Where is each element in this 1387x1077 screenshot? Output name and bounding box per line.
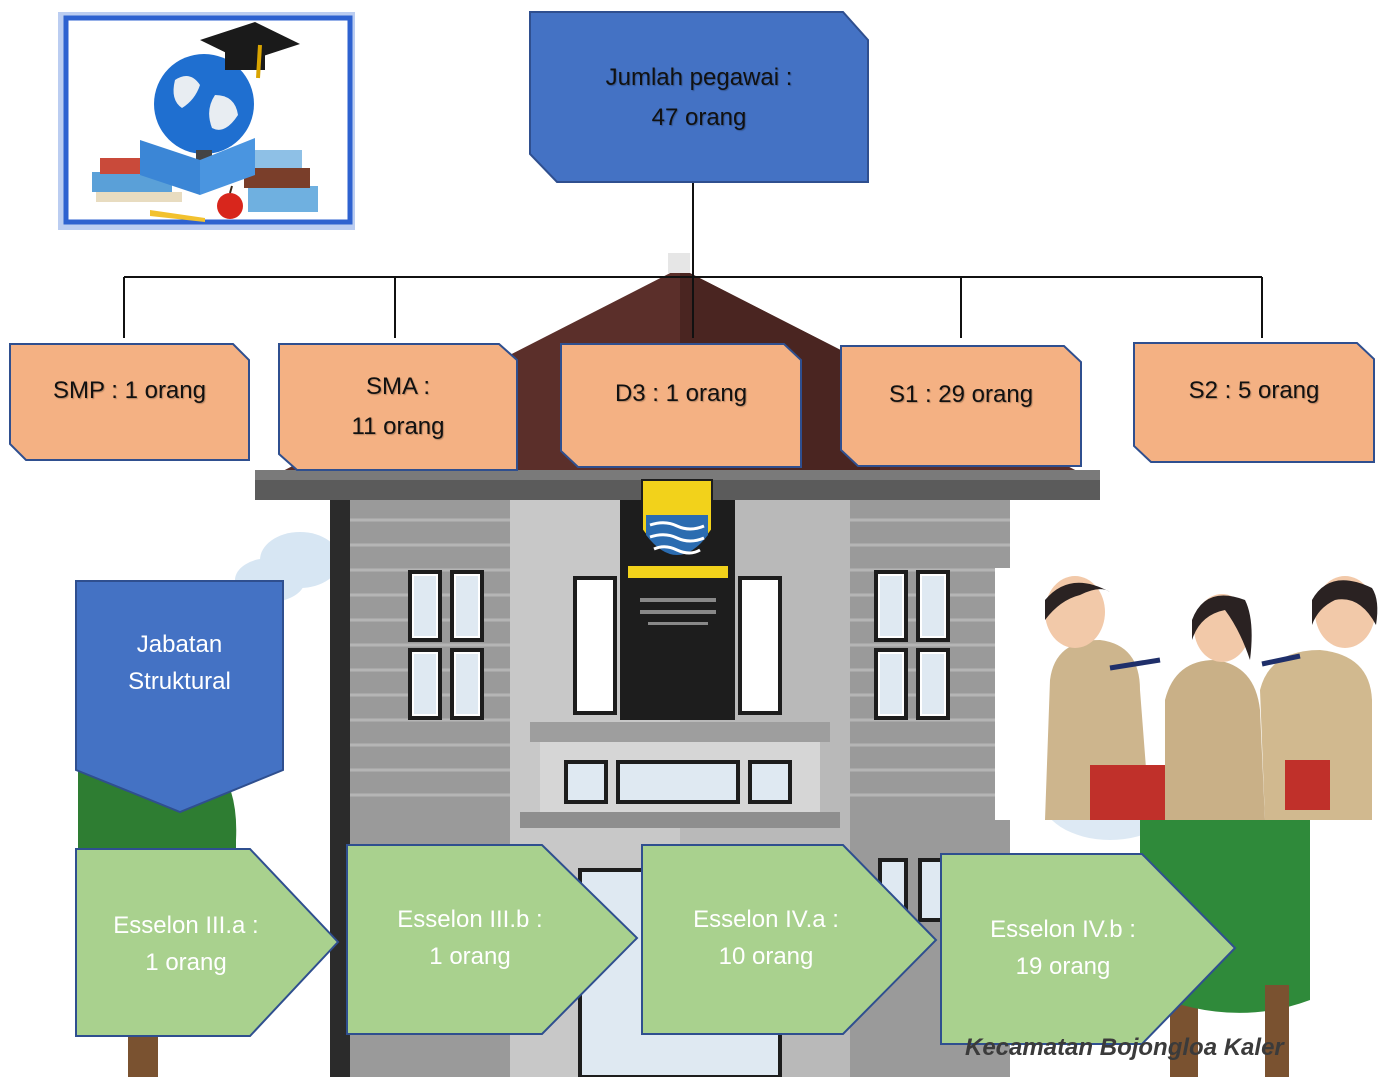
education-sma-label: SMA : bbox=[365, 373, 431, 400]
education-box-d3 bbox=[560, 343, 802, 468]
esselon-box-iva bbox=[641, 844, 938, 1035]
education-box-sma bbox=[278, 343, 518, 471]
education-d3-label: D3 : 1 orang bbox=[614, 380, 748, 407]
esselon-iiib-text: Esselon III.b : 1 orang bbox=[360, 901, 580, 975]
education-box-smp bbox=[9, 343, 250, 461]
structural-box bbox=[75, 580, 284, 814]
education-sma-count: 11 orang bbox=[351, 413, 445, 440]
summary-text: Jumlah pegawai : 47 orang bbox=[530, 58, 868, 138]
education-box-s2 bbox=[1133, 342, 1375, 463]
esselon-iiib-count: 1 orang bbox=[429, 943, 511, 970]
esselon-iva-label: Esselon IV.a : bbox=[693, 906, 839, 933]
esselon-iva-text: Esselon IV.a : 10 orang bbox=[656, 901, 876, 975]
summary-title: Jumlah pegawai : bbox=[605, 64, 793, 91]
connector-lines bbox=[123, 182, 1263, 338]
education-s2-text: S2 : 5 orang bbox=[1134, 371, 1374, 411]
education-s1-label: S1 : 29 orang bbox=[888, 381, 1034, 408]
structural-line2: Struktural bbox=[128, 668, 231, 695]
education-sma-text: SMA : 11 orang bbox=[279, 367, 517, 447]
esselon-box-ivb bbox=[940, 853, 1237, 1045]
employees-clipart bbox=[995, 568, 1387, 820]
education-box-s1 bbox=[840, 345, 1082, 467]
summary-box bbox=[529, 11, 869, 183]
esselon-ivb-label: Esselon IV.b : bbox=[990, 916, 1136, 943]
esselon-box-iiib bbox=[346, 844, 639, 1035]
building-caption: Kecamatan Bojongloa Kaler bbox=[965, 1034, 1284, 1061]
esselon-ivb-count: 19 orang bbox=[1015, 953, 1111, 980]
esselon-box-iiia bbox=[75, 848, 340, 1037]
education-s2-label: S2 : 5 orang bbox=[1188, 377, 1320, 404]
esselon-iiia-text: Esselon III.a : 1 orang bbox=[76, 907, 296, 981]
esselon-iiia-count: 1 orang bbox=[145, 949, 227, 976]
education-smp-text: SMP : 1 orang bbox=[10, 371, 249, 411]
structural-line1: Jabatan bbox=[136, 631, 223, 658]
education-s1-text: S1 : 29 orang bbox=[841, 375, 1081, 415]
education-clipart bbox=[58, 12, 355, 230]
esselon-ivb-text: Esselon IV.b : 19 orang bbox=[953, 911, 1173, 985]
esselon-iiib-label: Esselon III.b : bbox=[397, 906, 543, 933]
education-smp-label: SMP : 1 orang bbox=[53, 377, 206, 404]
esselon-iiia-label: Esselon III.a : bbox=[113, 912, 259, 939]
education-d3-text: D3 : 1 orang bbox=[561, 374, 801, 414]
summary-count: 47 orang bbox=[651, 104, 747, 131]
structural-text: Jabatan Struktural bbox=[76, 626, 283, 700]
esselon-iva-count: 10 orang bbox=[718, 943, 814, 970]
